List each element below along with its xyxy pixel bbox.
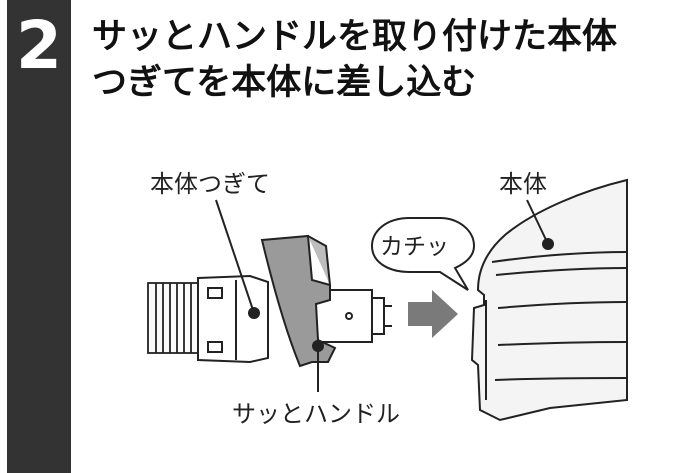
step-title: サッとハンドルを取り付けた本体 つぎてを本体に差し込む (92, 14, 677, 106)
insert-arrow-icon (408, 290, 458, 338)
body-joint (197, 274, 269, 364)
click-speech-bubble (370, 217, 476, 291)
step-title-line-1: サッとハンドルを取り付けた本体 (92, 17, 618, 57)
label-body-joint: 本体つぎて (150, 170, 270, 198)
label-body: 本体 (499, 170, 547, 198)
step-title-line-2: つぎてを本体に差し込む (92, 63, 477, 103)
step-number-bar: 2 (7, 0, 71, 473)
joint-leader-line (215, 199, 255, 314)
body-leader-line (526, 199, 549, 245)
label-click-sound: カチッ (380, 234, 449, 260)
step-number: 2 (16, 7, 62, 84)
vacuum-body (470, 178, 628, 422)
label-quick-handle: サッとハンドル (232, 400, 400, 428)
quick-handle (260, 234, 337, 368)
hose (147, 282, 201, 354)
